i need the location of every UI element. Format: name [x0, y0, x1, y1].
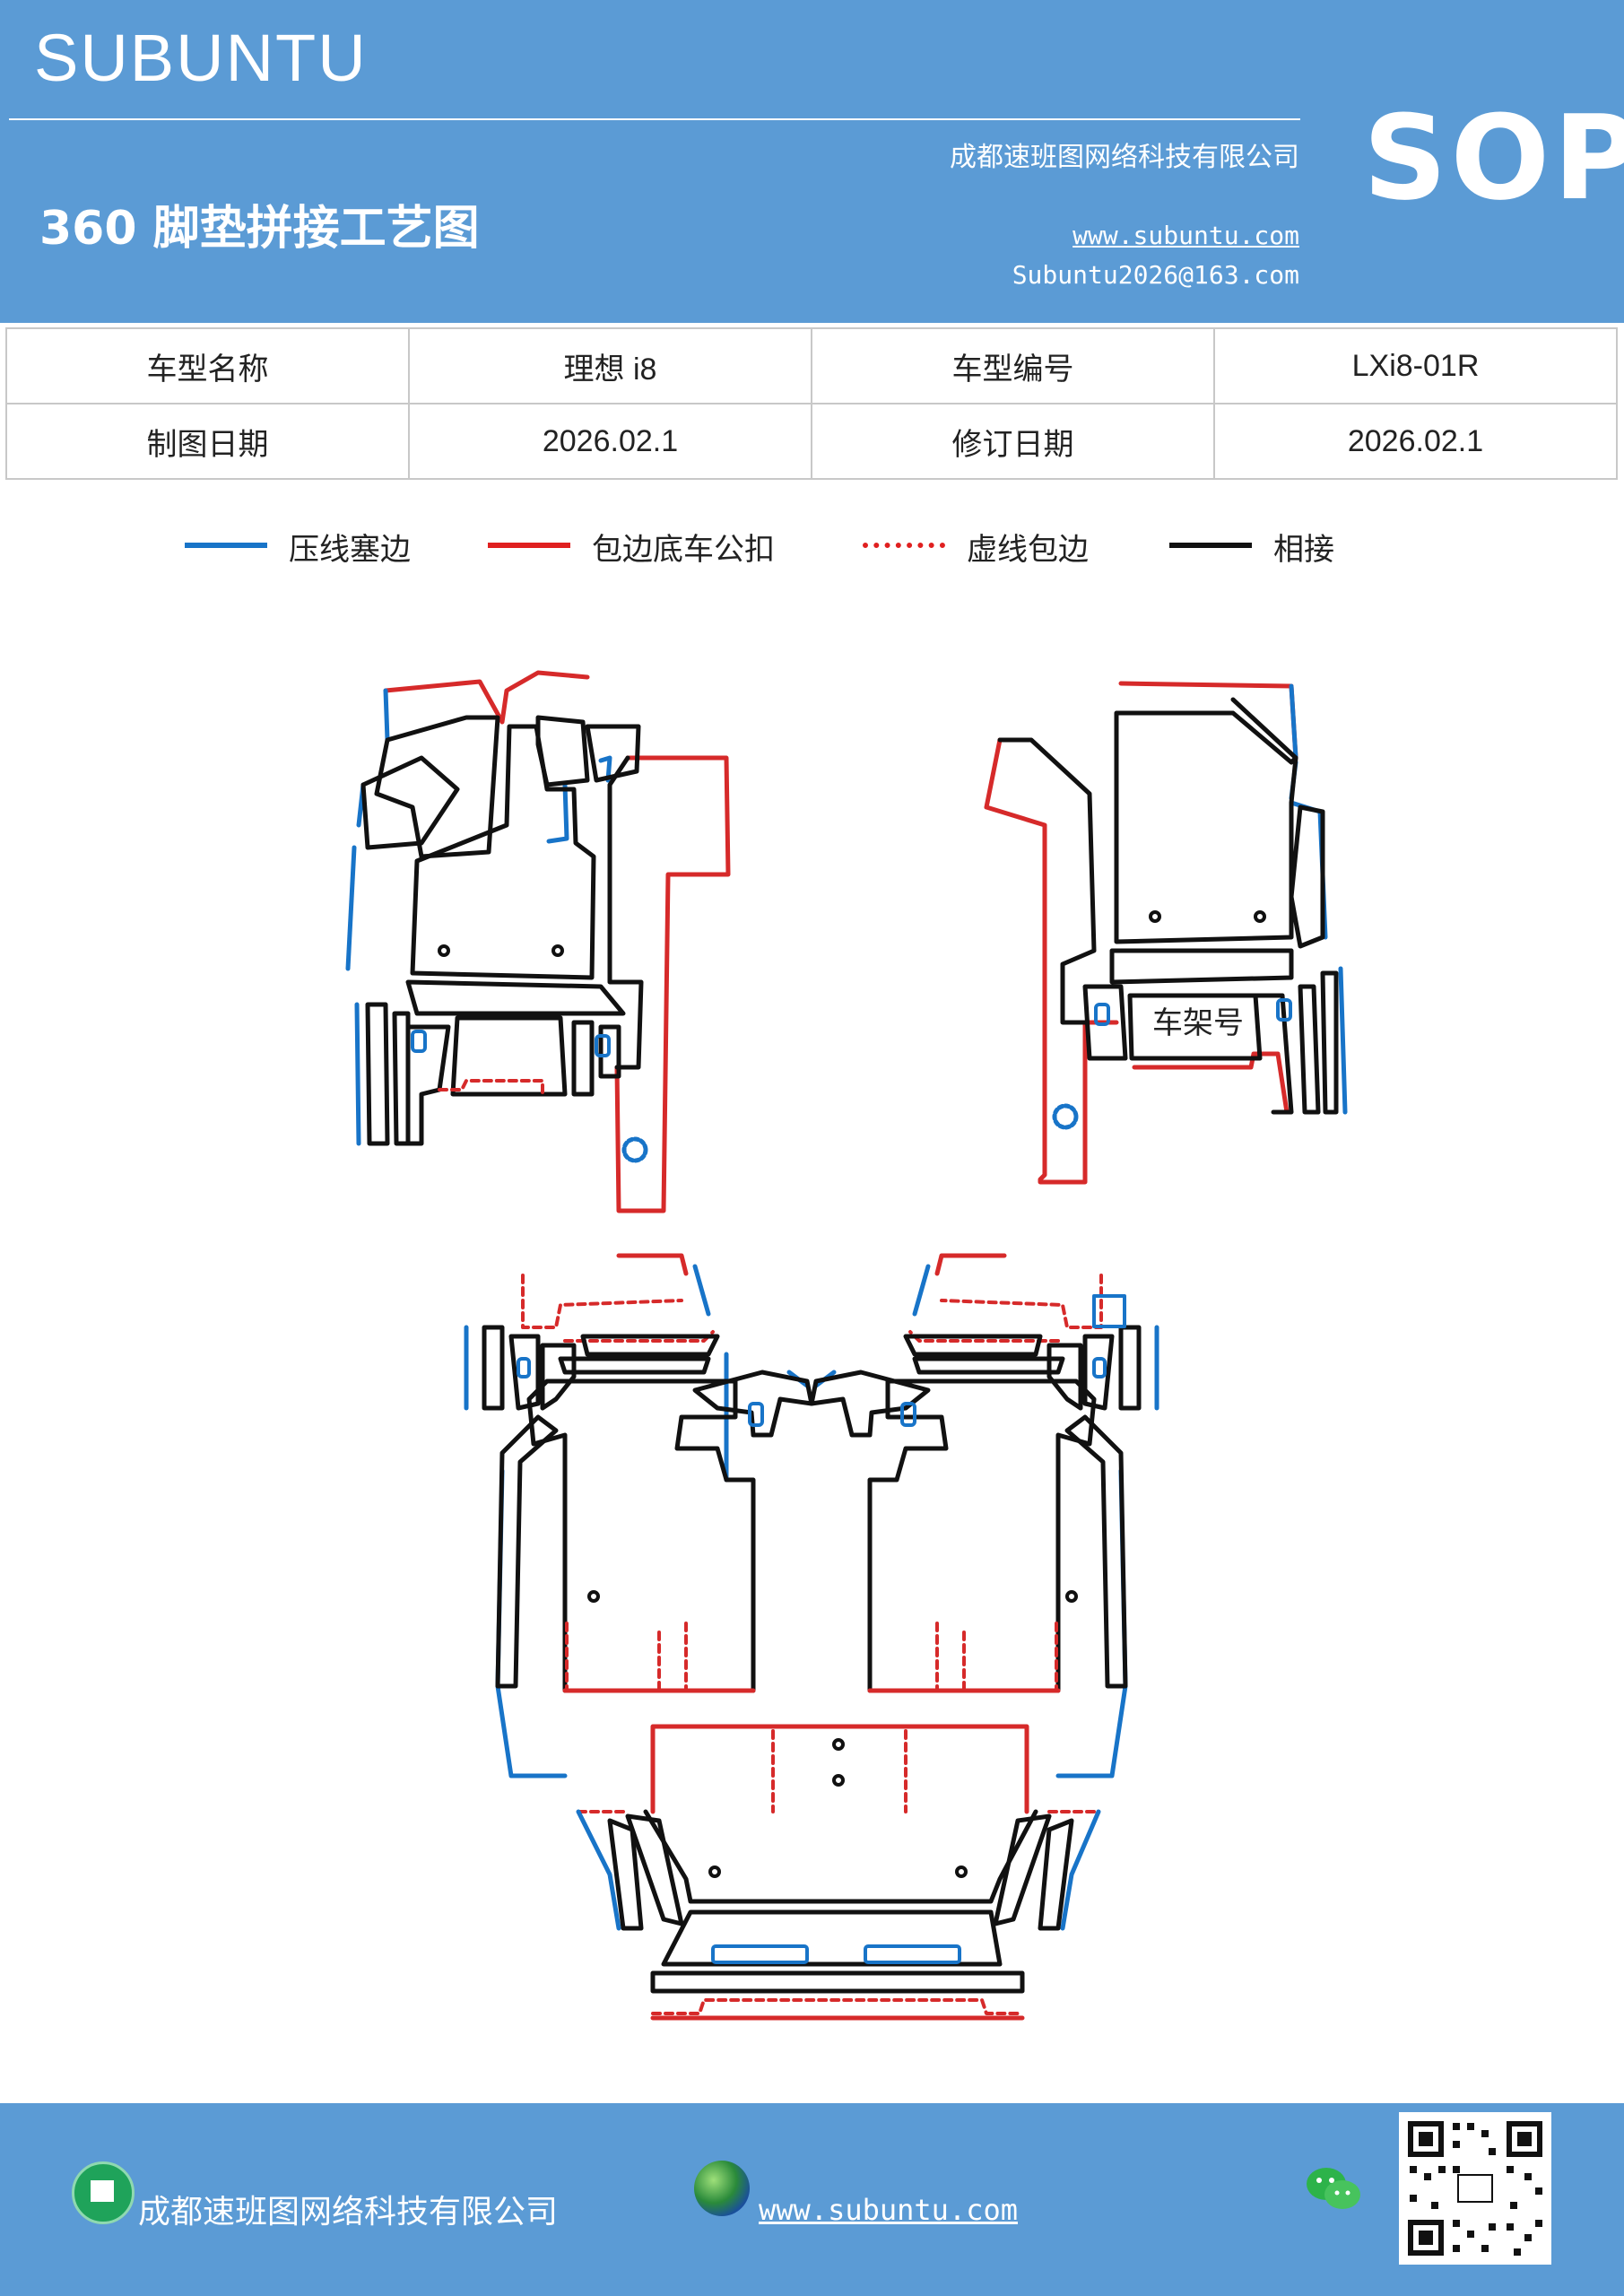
legend-label: 压线塞边: [289, 532, 411, 568]
legend-swatch-black: [1169, 543, 1252, 548]
second-row-left-mat: [464, 1253, 814, 1779]
table-cell: 制图日期: [5, 403, 410, 480]
table-cell: 修订日期: [811, 403, 1215, 480]
website-link[interactable]: www.subuntu.com: [1073, 221, 1299, 250]
table-row: 制图日期 2026.02.1 修订日期 2026.02.1: [5, 403, 1618, 480]
table-cell: 车型编号: [811, 327, 1215, 404]
company-name: 成都速班图网络科技有限公司: [950, 142, 1299, 173]
building-icon: [72, 2161, 135, 2224]
legend-swatch-red: [488, 543, 570, 548]
header-divider: [9, 118, 1300, 120]
legend-swatch-blue: [185, 543, 267, 548]
table-cell: 2026.02.1: [1213, 403, 1618, 480]
legend-label: 相接: [1273, 532, 1334, 568]
vehicle-info-table: 车型名称 理想 i8 车型编号 LXi8-01R 制图日期 2026.02.1 …: [5, 327, 1618, 480]
table-cell: 车型名称: [5, 327, 410, 404]
table-cell: 理想 i8: [408, 327, 812, 404]
second-row-right-mat: [809, 1253, 1159, 1779]
floor-mat-diagram: 车架号: [0, 628, 1624, 2063]
legend-label: 包边底车公扣: [592, 532, 775, 568]
rear-mat: [576, 1724, 1101, 2021]
email-address[interactable]: Subuntu2026@163.com: [1012, 260, 1299, 290]
legend-swatch-red-dotted: [863, 543, 945, 548]
driver-front-mat: [345, 670, 731, 1213]
legend-label: 虚线包边: [967, 532, 1089, 568]
wechat-icon: [1307, 2168, 1360, 2209]
table-cell: LXi8-01R: [1213, 327, 1618, 404]
document-title: 360 脚垫拼接工艺图: [39, 202, 480, 256]
table-row: 车型名称 理想 i8 车型编号 LXi8-01R: [5, 327, 1618, 404]
table-cell: 2026.02.1: [408, 403, 812, 480]
vin-label: 车架号: [1152, 1005, 1244, 1041]
brand-name: SUBUNTU: [34, 21, 368, 95]
footer-company: 成都速班图网络科技有限公司: [138, 2194, 559, 2231]
passenger-front-mat: 车架号: [984, 681, 1348, 1185]
header-banner: SUBUNTU 360 脚垫拼接工艺图 成都速班图网络科技有限公司 www.su…: [0, 0, 1624, 323]
qr-code: [1399, 2112, 1551, 2265]
footer-website-link[interactable]: www.subuntu.com: [759, 2193, 1018, 2227]
sop-badge: SOP: [1363, 90, 1624, 226]
footer-banner: 成都速班图网络科技有限公司 www.subuntu.com: [0, 2103, 1624, 2296]
floor-mat-svg: 车架号: [345, 670, 1348, 2021]
globe-icon: [694, 2161, 750, 2216]
